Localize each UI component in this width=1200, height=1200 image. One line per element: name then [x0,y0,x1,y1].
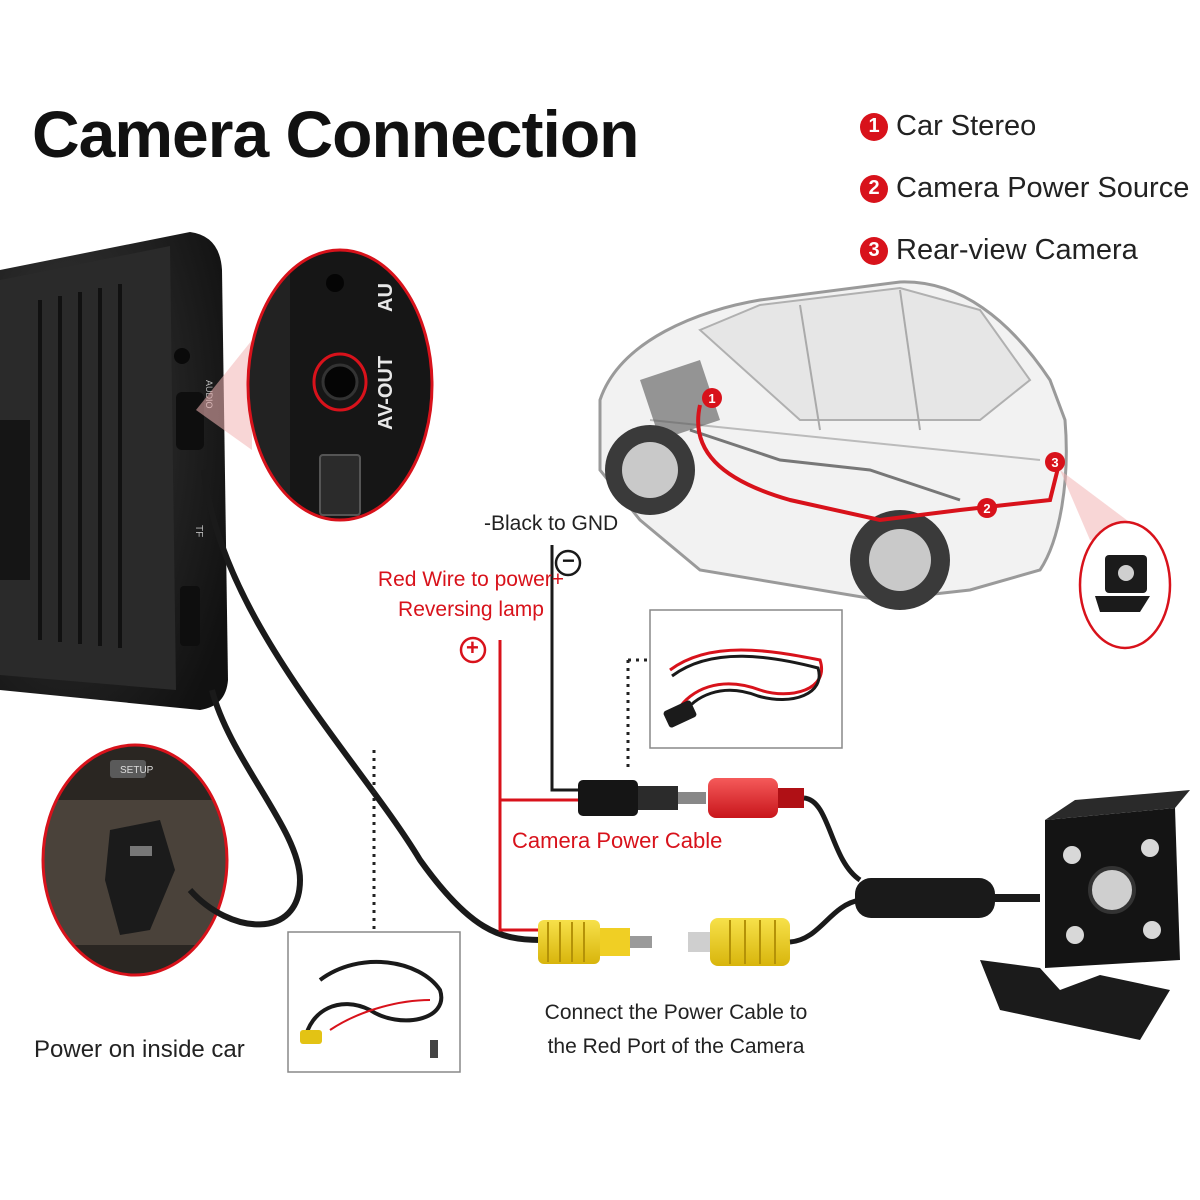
minus-icon [554,549,582,577]
rear-view-camera [855,790,1190,1040]
minus-label: − [562,548,575,573]
plus-icon [459,636,487,664]
svg-text:1: 1 [708,391,715,406]
legend-label-2: Camera Power Source [896,172,1190,204]
car-wiring-route [696,404,1062,523]
rca-video-connector [538,897,861,966]
red-wire-line-2: Reversing lamp [398,598,544,621]
plus-label: + [466,635,479,660]
car-marker-2: 2 [977,498,997,518]
power-cable [187,689,304,928]
svg-text:2: 2 [983,501,990,516]
power-connector [578,778,862,883]
zoom-beam [196,340,252,450]
black-to-gnd-label: -Black to GND [484,512,619,535]
camera-zoom [1078,520,1172,650]
red-power-wire [498,640,578,802]
page-title: Camera Connection [32,97,639,171]
power-cable-inset [649,609,843,749]
car-stereo-monitor: AUDIO TF [0,232,228,710]
setup-button-label: SETUP [120,765,154,776]
power-zoom: SETUP [41,743,229,977]
connect-power-instruction: Connect the Power Cable to the Red Port … [536,996,816,1064]
car-marker-3: 3 [1045,452,1065,472]
connect-line-2: the Red Port of the Camera [547,1035,805,1058]
legend-number-1: 1 [860,112,888,141]
legend-item-1: 1 Car Stereo [860,110,1036,143]
video-cable-inset [287,931,461,1073]
black-gnd-wire [550,545,578,792]
svg-text:3: 3 [1051,455,1058,470]
car-marker-1: 1 [702,388,722,408]
legend-label-3: Rear-view Camera [896,234,1138,266]
car-illustration [598,280,1068,610]
legend-number-2: 2 [860,174,888,203]
legend-item-3: 3 Rear-view Camera [860,234,1138,267]
power-inside-car-label: Power on inside car [34,1036,245,1063]
tf-slot-label: TF [193,525,204,537]
legend-label-1: Car Stereo [896,110,1037,142]
camera-power-cable-label: Camera Power Cable [512,828,723,853]
red-wire-branch [498,800,538,932]
red-wire-label: Red Wire to power+ Reversing lamp [346,565,596,625]
legend-number-3: 3 [860,236,888,265]
av-out-port-label: AV-OUT [375,356,397,430]
red-wire-line-1: Red Wire to power+ [377,568,565,591]
connect-line-1: Connect the Power Cable to [544,1001,808,1024]
legend-item-2: 2 Camera Power Source [860,172,1189,205]
video-cable [201,469,541,943]
au-port-label: AU [375,283,397,312]
av-out-zoom: AV-OUT AU [246,248,434,522]
